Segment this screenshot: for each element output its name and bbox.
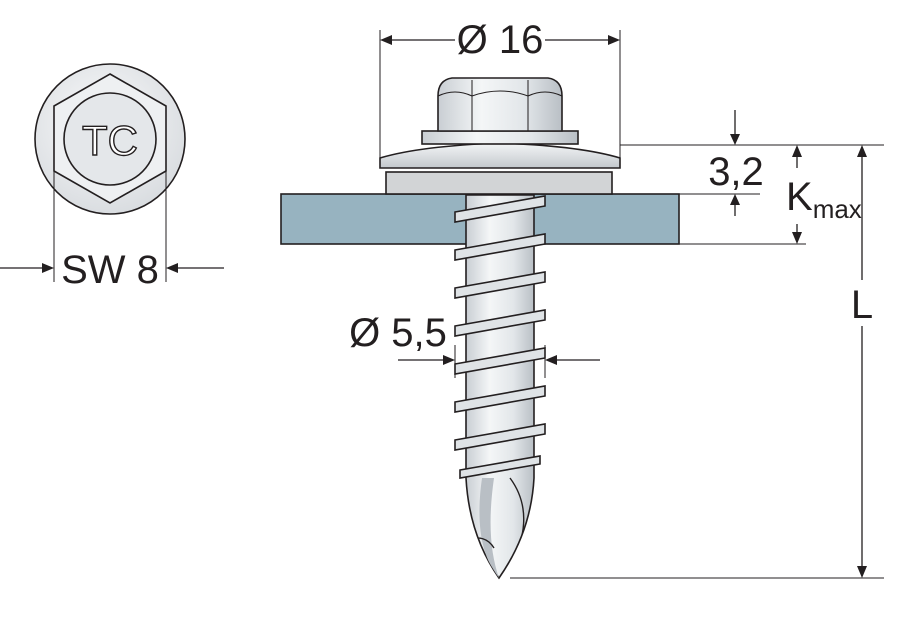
arrow-right-icon xyxy=(443,355,455,365)
head-height-label: Kmax xyxy=(786,175,862,224)
head-mark-text: TC xyxy=(82,117,138,164)
head-marking-circle xyxy=(63,92,157,186)
washer-diameter-label: Ø 16 xyxy=(457,18,544,62)
wrench-size-label: SW 8 xyxy=(61,248,159,292)
arrow-right-icon xyxy=(42,263,54,273)
hex-head-collar xyxy=(421,130,579,145)
head-height-symbol: K xyxy=(786,175,813,219)
arrow-down-icon xyxy=(730,134,740,145)
washer-thickness-label: 3,2 xyxy=(708,150,764,194)
head-height-subscript: max xyxy=(813,194,862,224)
arrow-down-icon xyxy=(792,232,802,244)
arrow-left-icon xyxy=(166,263,178,273)
length-label: L xyxy=(851,283,873,327)
arrow-up-icon xyxy=(792,145,802,157)
top-view: TC SW 8 xyxy=(0,63,224,292)
thread xyxy=(454,195,546,479)
hex-head xyxy=(437,77,563,132)
arrow-left-icon xyxy=(380,35,392,45)
sealing-washer xyxy=(385,171,613,195)
metal-washer xyxy=(379,142,621,169)
arrow-up-icon xyxy=(730,194,740,205)
side-view: Ø 16 3,2 Kmax L Ø 5,5 xyxy=(280,18,884,580)
arrow-right-icon xyxy=(608,35,620,45)
arrow-left-icon xyxy=(545,355,557,365)
arrow-up-icon xyxy=(857,145,867,157)
arrow-down-icon xyxy=(857,566,867,578)
thread-diameter-label: Ø 5,5 xyxy=(349,311,447,355)
